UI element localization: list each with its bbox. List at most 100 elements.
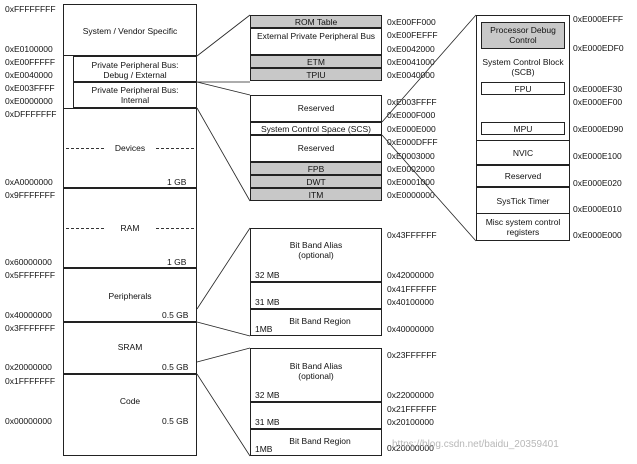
address-label: 0xE000ED90 <box>573 124 624 134</box>
connector-line <box>196 227 251 310</box>
sram-size: 0.5 GB <box>162 362 189 372</box>
address-label: 0xE00FEFFF <box>387 30 438 40</box>
connector-line <box>196 14 251 57</box>
label-dwt: DWT <box>306 177 326 187</box>
label-ppb-debug-external: Private Peripheral Bus: Debug / External <box>91 60 179 80</box>
devices-size: 1 GB <box>167 177 187 187</box>
block-reserved-lower <box>250 135 382 162</box>
label-rom-table: ROM Table <box>294 17 338 27</box>
address-label: 0xE0041000 <box>387 57 435 67</box>
connector-line <box>381 14 477 123</box>
devices-right-dash <box>156 148 194 149</box>
label-fpu: FPU <box>514 84 532 94</box>
label-ppb-internal: Private Peripheral Bus: Internal <box>91 85 179 105</box>
address-label: 0x3FFFFFFF <box>5 323 56 333</box>
label-reserved-lower: Reserved <box>297 143 335 153</box>
address-label: 0x42000000 <box>387 270 434 280</box>
region-code <box>63 374 197 456</box>
address-label: 0xE000F000 <box>387 110 436 120</box>
bitband-peripheral-reserved-size: 31 MB <box>255 297 280 307</box>
address-label: 0xE000DFFF <box>387 137 438 147</box>
label-etm: ETM <box>307 57 325 67</box>
connector-line <box>381 134 477 242</box>
region-system-vendor <box>63 4 197 56</box>
address-label: 0x40000000 <box>387 324 434 334</box>
block-nvic <box>476 140 570 165</box>
address-label: 0x23FFFFFF <box>387 350 437 360</box>
address-label: 0x00000000 <box>5 416 52 426</box>
label-misc: Misc system control registers <box>485 217 561 237</box>
label-scs-reserved: Reserved <box>504 171 542 181</box>
bitband-peripheral-alias-size: 32 MB <box>255 270 280 280</box>
address-label: 0x20100000 <box>387 417 434 427</box>
address-label: 0xE0100000 <box>5 44 53 54</box>
address-label: 0xE000E000 <box>387 124 436 134</box>
address-label: 0xE000EDF0 <box>573 43 624 53</box>
region-ppb-debug-external <box>73 56 197 82</box>
address-label: 0xE00FFFFF <box>5 57 56 67</box>
address-label: 0x43FFFFFF <box>387 230 437 240</box>
bitband-sram-reserved <box>250 402 382 429</box>
block-itm <box>250 188 382 201</box>
label-scb: System Control Block (SCB) <box>482 57 564 77</box>
connector-line <box>196 321 251 337</box>
label-system-vendor: System / Vendor Specific <box>82 26 178 36</box>
address-label: 0x40000000 <box>5 310 52 320</box>
block-fpb <box>250 162 382 175</box>
address-label: 0xE00FF000 <box>387 17 436 27</box>
bitband-peripheral-region <box>250 309 382 336</box>
block-fpu <box>481 82 565 95</box>
bitband-sram-region <box>250 429 382 456</box>
code-size: 0.5 GB <box>162 416 189 426</box>
address-label: 0xE0002000 <box>387 164 435 174</box>
ram-right-dash <box>156 228 194 229</box>
block-processor-debug <box>481 22 565 49</box>
label-reserved-upper: Reserved <box>297 103 335 113</box>
address-label: 0x9FFFFFFF <box>5 190 56 200</box>
connector-line <box>196 81 251 96</box>
region-peripherals <box>63 268 197 322</box>
label-devices: Devices <box>114 143 146 153</box>
address-label: 0x22000000 <box>387 390 434 400</box>
block-external-ppb <box>250 28 382 55</box>
label-tpiu: TPIU <box>306 70 326 80</box>
address-label: 0xE0000000 <box>5 96 53 106</box>
label-systick: SysTick Timer <box>496 196 550 206</box>
address-label: 0xE003FFFF <box>387 97 437 107</box>
block-reserved-upper <box>250 95 382 122</box>
address-label: 0xE000E010 <box>573 204 622 214</box>
bitband-peripheral-region-size: 1MB <box>255 324 273 334</box>
label-sram: SRAM <box>117 342 143 352</box>
address-label: 0x1FFFFFFF <box>5 376 56 386</box>
block-tpiu <box>250 68 382 81</box>
address-label: 0xE000E020 <box>573 178 622 188</box>
region-ppb-internal <box>73 82 197 108</box>
address-label: 0xE000EFFF <box>573 14 624 24</box>
address-label: 0xE0042000 <box>387 44 435 54</box>
address-label: 0xFFFFFFFF <box>5 4 56 14</box>
label-bitband-sram-region: Bit Band Region <box>289 436 351 446</box>
label-scs: System Control Space (SCS) <box>260 124 372 134</box>
bitband-sram-reserved-size: 31 MB <box>255 417 280 427</box>
connector-line <box>196 347 251 363</box>
address-label: 0xE000EF00 <box>573 97 623 107</box>
watermark: https://blog.csdn.net/baidu_20359401 <box>392 439 559 450</box>
bitband-sram-region-size: 1MB <box>255 444 273 454</box>
address-label: 0xE0001000 <box>387 177 435 187</box>
bitband-peripheral-reserved <box>250 282 382 309</box>
address-label: 0xE0040000 <box>387 70 435 80</box>
block-scs <box>250 122 382 135</box>
bitband-sram-alias <box>250 348 382 402</box>
region-sram <box>63 322 197 374</box>
block-etm <box>250 55 382 68</box>
label-bitband-sram-alias: Bit Band Alias (optional) <box>289 361 343 381</box>
block-mpu <box>481 122 565 135</box>
ram-size: 1 GB <box>167 257 187 267</box>
block-dwt <box>250 175 382 188</box>
address-label: 0x60000000 <box>5 257 52 267</box>
block-systick <box>476 187 570 214</box>
address-label: 0x5FFFFFFF <box>5 270 56 280</box>
label-code: Code <box>119 396 141 406</box>
address-label: 0xA0000000 <box>5 177 53 187</box>
label-mpu: MPU <box>513 124 533 134</box>
